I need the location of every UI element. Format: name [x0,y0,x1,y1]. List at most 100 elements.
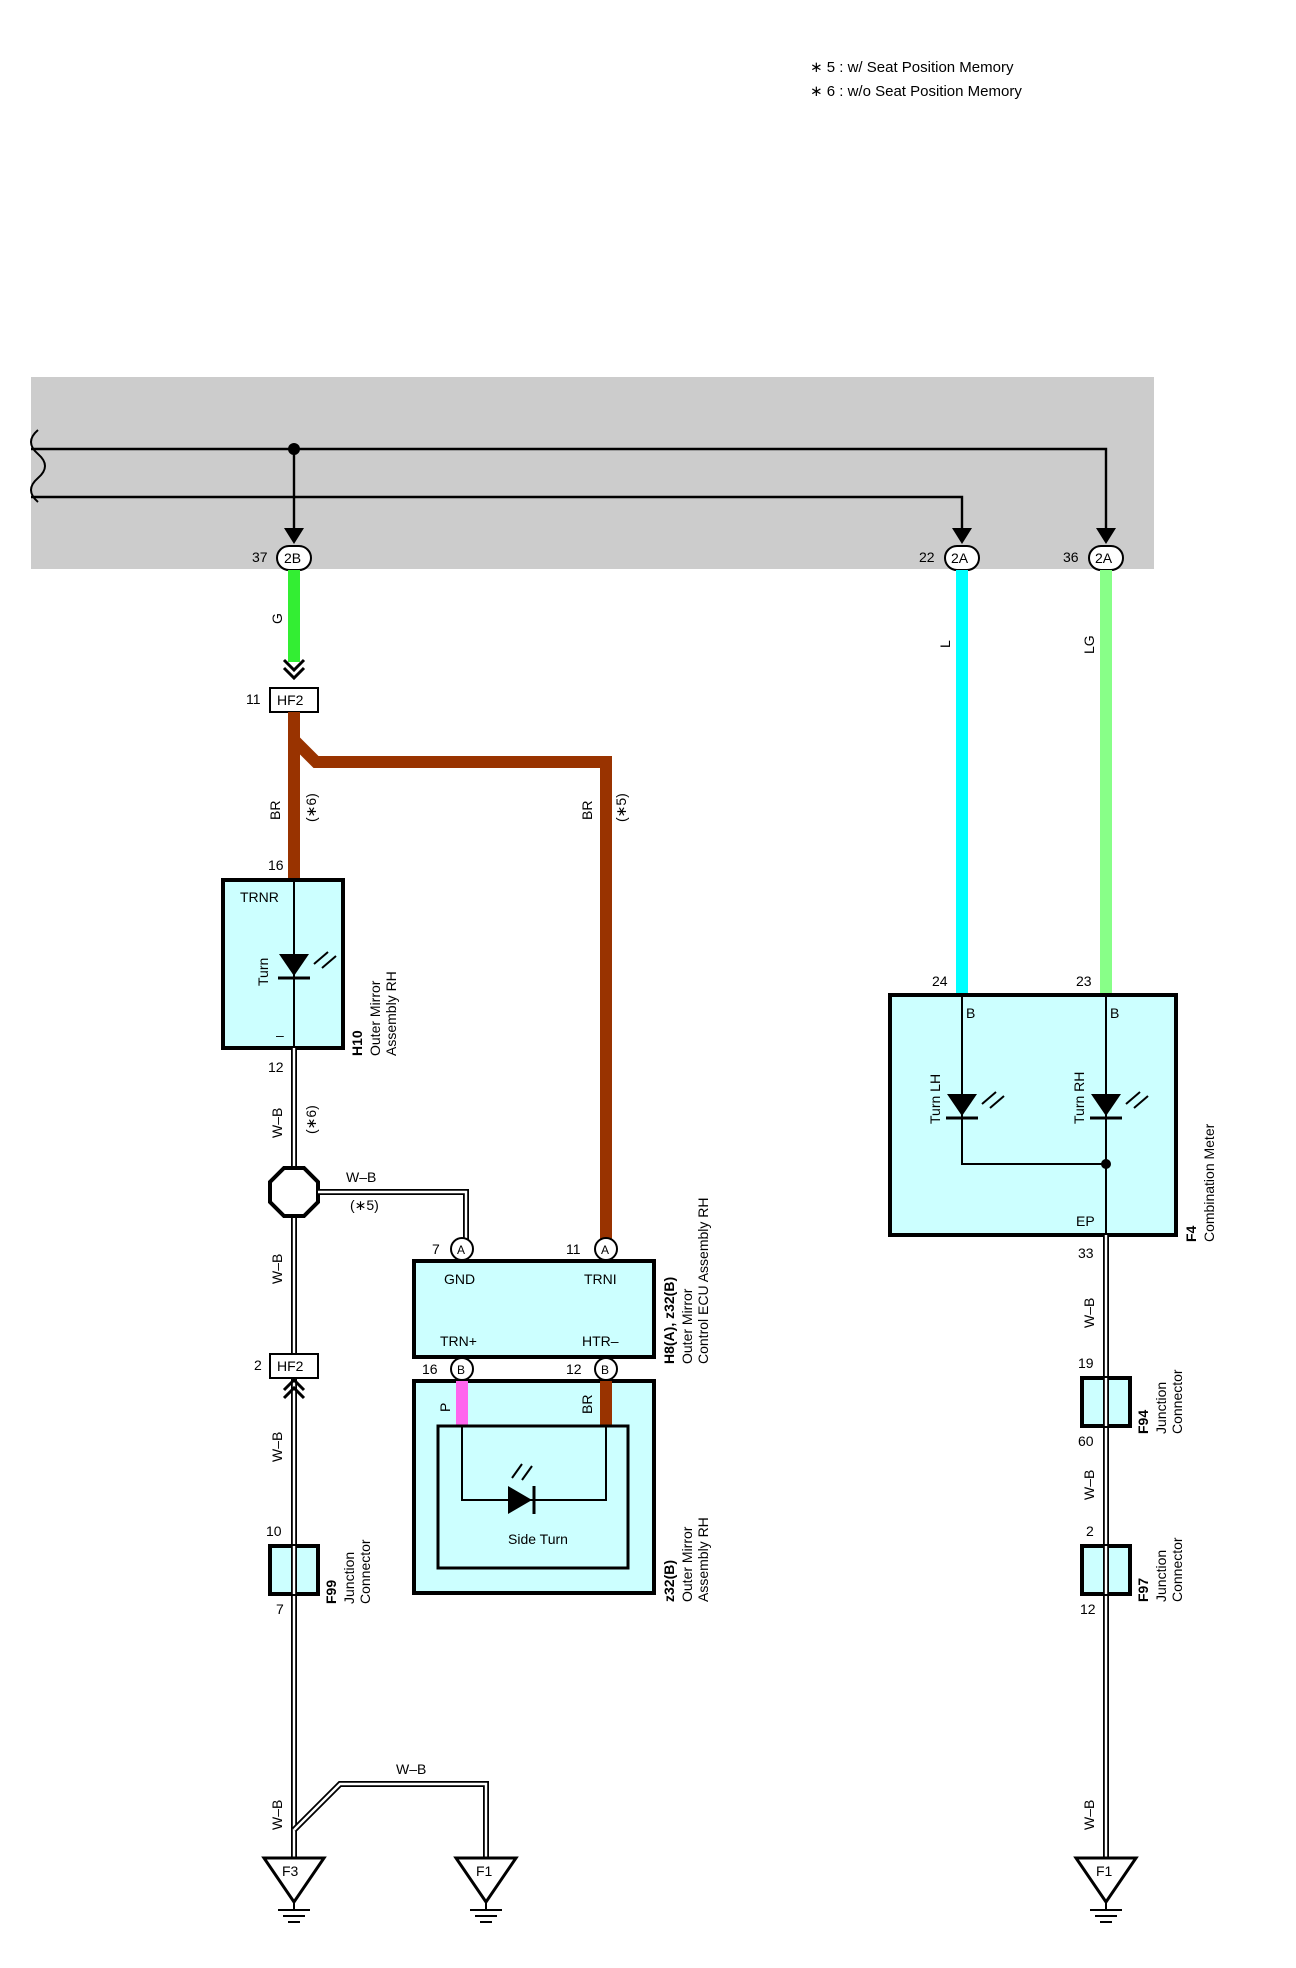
junction-dot [288,443,300,455]
wire-wb4-label: W–B [269,1800,285,1830]
f99-pin-bottom: 7 [276,1601,284,1617]
wire-lg-label: LG [1081,635,1097,654]
h10-element: Turn [255,958,271,986]
hf2-bottom-chevron-1 [282,1377,306,1392]
f4-pin-ep: 33 [1078,1245,1094,1261]
wire-wb-ground-branch-label: W–B [396,1761,426,1777]
f4-pin-rh: 23 [1076,973,1092,989]
arrow-2a-lg [1096,528,1116,544]
wire-br-left-note: (∗6) [303,793,319,822]
f4-pin-lh: 24 [932,973,948,989]
f4-element-lh: Turn LH [927,1074,943,1124]
wire-br-right-note: (∗5) [613,793,629,822]
hf2-bottom-box [269,1353,319,1379]
h10-led-icon [279,954,309,976]
ground-f1-mid-icon [453,1856,519,1905]
connector-2a-l-label: 2A [951,550,969,566]
harness-line-top [31,447,1108,533]
z32-led-icon [508,1486,532,1514]
wire-br-right-label: BR [579,801,595,820]
hf2-bottom-chevron-2 [282,1385,306,1400]
h8-label-htr: HTR– [582,1333,619,1349]
hf2-top-label: HF2 [277,692,304,708]
h8-name-2: Control ECU Assembly RH [695,1198,711,1365]
h8-pin-gnd-conn: A [457,1243,465,1257]
h10-label-top: TRNR [240,889,279,905]
wire-l-label: L [937,640,953,648]
z32-name-1: Outer Mirror [679,1526,695,1602]
f4-rh-led-icon [1091,1094,1121,1116]
h8-pin-htr: 12 [566,1361,582,1377]
h10-code: H10 [349,1030,365,1056]
z32-light-rays-icon [511,1463,533,1481]
h10-pin-top: 16 [268,857,284,873]
f99-name-1: Junction [341,1552,357,1604]
f99-pin-top: 10 [266,1523,282,1539]
connector-2a-lg-pin: 36 [1063,549,1079,565]
wire-wb-branch [318,1189,469,1246]
f4-box [888,993,1178,1237]
wire-wb-branch-label: W–B [346,1169,376,1185]
z32-code: z32(B) [661,1560,677,1602]
wire-wb-ground-branch-inner [293,1782,488,1858]
ground-f1-right-label: F1 [1096,1863,1113,1879]
f4-label-ep: EP [1076,1213,1095,1229]
hf2-bottom-pin: 2 [254,1357,262,1373]
h8-pin-gnd: 7 [432,1241,440,1257]
wire-wb-ground-branch [291,1781,489,1858]
wire-wb-branch-note: (∗5) [350,1197,379,1213]
arrow-2b [284,528,304,544]
ground-f1-mid-label: F1 [476,1863,493,1879]
h10-name-1: Outer Mirror [367,980,383,1056]
wire-br-left-label: BR [267,801,283,820]
f4-name: Combination Meter [1201,1123,1217,1242]
wire-wb-f94-label: W–B [1081,1470,1097,1500]
harness-line-mid [31,495,964,533]
h8-pin-htr-conn: B [601,1363,609,1377]
f4-code: F4 [1183,1225,1199,1242]
wire-wb1-note: (∗6) [303,1105,319,1134]
wire-p-label: P [437,1403,453,1412]
h8-name-1: Outer Mirror [679,1288,695,1364]
z32-element: Side Turn [508,1531,568,1547]
wire-br-side-label: BR [579,1395,595,1414]
hf2-top-chevron-2 [282,666,306,681]
h8-pin-trni: 11 [566,1241,581,1257]
hf2-top-chevron-1 [282,658,306,673]
f4-lh-led-icon [947,1094,977,1116]
f99-code: F99 [323,1580,339,1604]
h8-pin-trni-conn: A [601,1243,609,1257]
connector-2b-pin: 37 [252,549,268,565]
splice-point [268,1166,320,1218]
f4-lh-circuit [961,995,1106,1165]
h8-pin-trnp-conn: B [457,1363,465,1377]
h10-box [221,878,345,1050]
hf2-top-box [269,687,319,713]
wire-wb2-label: W–B [269,1254,285,1284]
h8-box [412,1259,656,1359]
f94-pin-top: 19 [1078,1355,1094,1371]
ground-f3-icon [261,1856,327,1905]
h8-label-trni: TRNI [584,1271,617,1287]
connector-2a-l-pin: 22 [919,549,935,565]
wire-wb-branch-inner [318,1190,468,1246]
f97-name-2: Connector [1169,1537,1185,1602]
f94-name-1: Junction [1153,1382,1169,1434]
h8-label-trnp: TRN+ [440,1333,477,1349]
h8-pin-trnp: 16 [422,1361,438,1377]
f97-code: F97 [1135,1578,1151,1602]
f4-label-b2: B [1110,1005,1119,1021]
f97-pin-top: 2 [1086,1523,1094,1539]
ground-f1-mid-symbol [470,1902,502,1923]
f4-label-b1: B [966,1005,975,1021]
h10-light-rays-icon [313,951,337,969]
connector-2b-label: 2B [284,550,301,566]
h10-name-2: Assembly RH [383,971,399,1056]
wire-g-label: G [269,613,285,624]
note-6: ∗ 6 : w/o Seat Position Memory [810,83,1022,100]
harness-break-symbol [30,429,46,503]
wire-wb3-label: W–B [269,1432,285,1462]
f94-pin-bottom: 60 [1078,1433,1094,1449]
f94-code: F94 [1135,1410,1151,1434]
ground-f1-right-symbol [1090,1902,1122,1923]
